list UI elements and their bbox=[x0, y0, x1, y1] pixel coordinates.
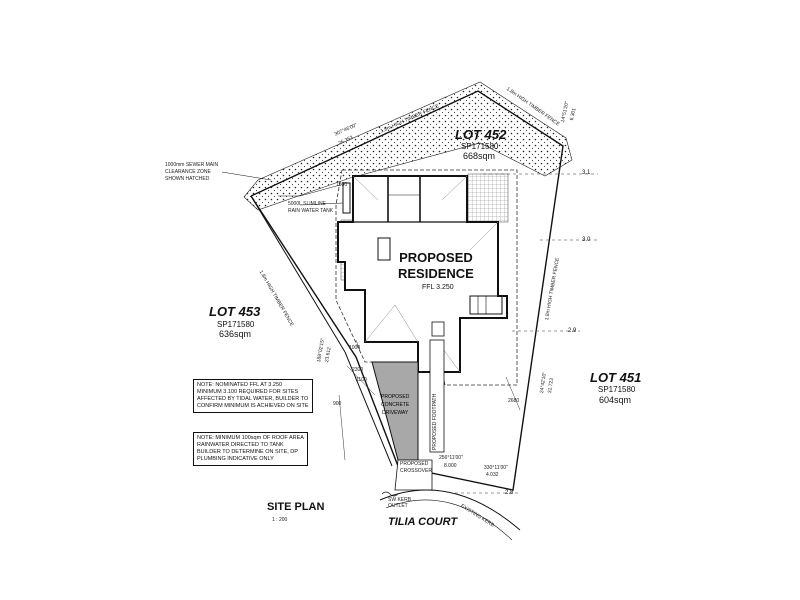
setback-5: 900 bbox=[333, 401, 342, 407]
footpath-label: PROPOSED FOOTPATH bbox=[432, 393, 438, 450]
sewer-clearance-note: 1000mm SEWER MAIN CLEARANCE ZONE SHOWN H… bbox=[165, 162, 219, 182]
kerb-outlet-label: SW KERB OUTLET bbox=[388, 497, 412, 509]
setback-1: 1500 bbox=[336, 182, 348, 188]
deck-hatch bbox=[467, 173, 509, 223]
dim-4-length: 4.032 bbox=[486, 472, 499, 478]
contour-label-3: 2.9 bbox=[568, 328, 577, 334]
site-plan-title: SITE PLAN bbox=[267, 501, 325, 513]
ffl-label: FFL 3.250 bbox=[422, 284, 454, 291]
west-boundary bbox=[250, 195, 346, 353]
crossover-label: PROPOSED CROSSOVER bbox=[400, 461, 432, 474]
lot-451-area: 604sqm bbox=[599, 395, 632, 405]
note-roof-area: NOTE: MINIMUM 100sqm OF ROOF AREA RAINWA… bbox=[193, 432, 308, 466]
sewer-clearance-zone bbox=[243, 81, 573, 211]
driveway-label: PROPOSED CONCRETE DRIVEWAY bbox=[381, 394, 410, 416]
street-name: TILIA COURT bbox=[388, 516, 458, 528]
residence-label: PROPOSED RESIDENCE bbox=[398, 250, 474, 281]
rain-water-tank bbox=[342, 182, 351, 214]
lot-452-area: 668sqm bbox=[463, 151, 496, 161]
lot-boundary bbox=[250, 90, 564, 491]
setback-4: 1100 bbox=[356, 377, 367, 383]
setback-6: 2680 bbox=[508, 398, 520, 404]
setback-lines bbox=[338, 339, 521, 461]
contour-label-4: 2.8 bbox=[505, 490, 514, 496]
rain-tank-note: 5000L SLIMLINE RAIN WATER TANK bbox=[288, 201, 334, 214]
dim-4-bearing: 330°11'00" bbox=[484, 465, 508, 471]
dim-5-bearing: 256°11'00" bbox=[439, 455, 463, 461]
kerb-outlet-symbol bbox=[381, 491, 399, 497]
note-ffl: NOTE: NOMINATED FFL AT 3.250 MINIMUM 3.1… bbox=[193, 379, 313, 413]
lot-452-sp: SP171580 bbox=[461, 142, 499, 151]
site-plan-scale: 1 : 200 bbox=[272, 517, 288, 523]
lot-451-name: LOT 451 bbox=[590, 370, 642, 385]
kerb-line bbox=[379, 489, 521, 531]
setback-3: 1000 bbox=[349, 345, 361, 351]
lot-451-sp: SP171580 bbox=[598, 385, 636, 394]
eaves-outline bbox=[335, 169, 518, 386]
lot-452-name: LOT 452 bbox=[455, 127, 507, 142]
lot-453-area: 636sqm bbox=[219, 329, 252, 339]
contour-label-2: 3.0 bbox=[582, 237, 591, 243]
setback-2: 2300 bbox=[352, 367, 364, 373]
lot-453-sp: SP171580 bbox=[217, 320, 255, 329]
dim-5-length: 8.000 bbox=[444, 463, 457, 469]
footpath bbox=[429, 339, 445, 453]
lot-453-name: LOT 453 bbox=[209, 304, 261, 319]
contour-label-1: 3.1 bbox=[582, 170, 591, 176]
leader-lines bbox=[221, 171, 344, 206]
